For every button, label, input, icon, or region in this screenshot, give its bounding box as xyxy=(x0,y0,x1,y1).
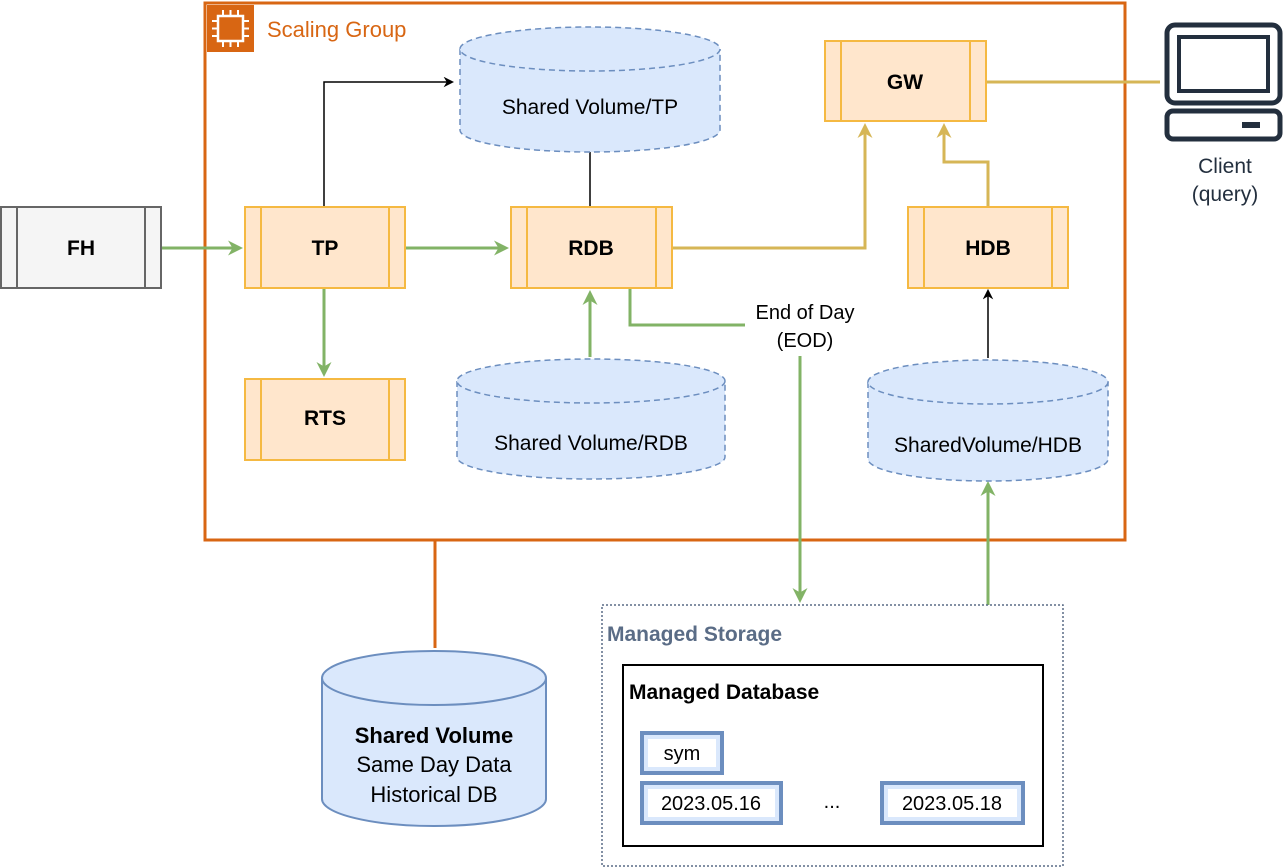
managed-database-label: Managed Database xyxy=(629,681,819,704)
edge-rdb-gw xyxy=(672,123,873,250)
volume-rdb-label: Shared Volume/RDB xyxy=(494,432,688,455)
process-hdb-label: HDB xyxy=(965,237,1011,260)
monitor-icon xyxy=(1164,22,1283,142)
shared-volume-line2: Historical DB xyxy=(370,782,497,807)
managed-storage-label: Managed Storage xyxy=(607,623,782,646)
chip-icon xyxy=(207,5,254,52)
process-rts: RTS xyxy=(244,378,406,461)
scaling-group-container xyxy=(203,1,1127,542)
process-tp-label: TP xyxy=(312,237,339,260)
volume-rdb: Shared Volume/RDB xyxy=(456,358,726,480)
edge-tp-shared-volume-tp xyxy=(323,76,455,207)
sym-label: sym xyxy=(664,743,701,765)
volume-tp: Shared Volume/TP xyxy=(459,26,721,153)
edge-rdb-eod xyxy=(628,289,745,327)
client-label-line1: Client xyxy=(1198,155,1252,178)
managed-storage: Managed Storage Managed Database sym 202… xyxy=(601,604,1064,867)
process-rts-label: RTS xyxy=(304,407,346,430)
process-hdb: HDB xyxy=(907,206,1069,289)
edge-hdb-gw xyxy=(936,123,990,207)
process-fh-label: FH xyxy=(67,237,95,260)
process-tp: TP xyxy=(244,206,406,289)
process-gw: GW xyxy=(824,40,987,122)
process-rdb-label: RDB xyxy=(568,237,614,260)
shared-volume-cylinder: Shared Volume Same Day Data Historical D… xyxy=(321,650,547,827)
client: Client (query) xyxy=(1164,22,1283,206)
shared-volume-line1: Same Day Data xyxy=(356,752,512,777)
volume-hdb-label: SharedVolume/HDB xyxy=(894,434,1082,457)
volume-hdb: SharedVolume/HDB xyxy=(867,359,1109,482)
partition-last-label: 2023.05.18 xyxy=(902,793,1002,815)
partition-first-label: 2023.05.16 xyxy=(661,793,761,815)
eod-label-line1: End of Day xyxy=(756,302,855,324)
eod-label-line2: (EOD) xyxy=(777,330,834,352)
connectors xyxy=(161,76,1160,648)
process-gw-label: GW xyxy=(887,71,923,94)
process-rdb: RDB xyxy=(510,206,673,289)
managed-database: Managed Database sym 2023.05.16 ... 2023… xyxy=(622,664,1044,847)
process-fh: FH xyxy=(0,206,162,289)
partition-last: 2023.05.18 xyxy=(880,781,1025,825)
partition-first: 2023.05.16 xyxy=(640,781,783,825)
eod-label: End of Day (EOD) xyxy=(746,296,864,354)
client-label-line2: (query) xyxy=(1192,183,1259,206)
partition-ellipsis: ... xyxy=(824,791,841,813)
sym-table: sym xyxy=(640,731,724,775)
scaling-group-label: Scaling Group xyxy=(267,17,406,42)
volume-tp-label: Shared Volume/TP xyxy=(502,96,678,119)
shared-volume-title: Shared Volume xyxy=(355,723,514,748)
